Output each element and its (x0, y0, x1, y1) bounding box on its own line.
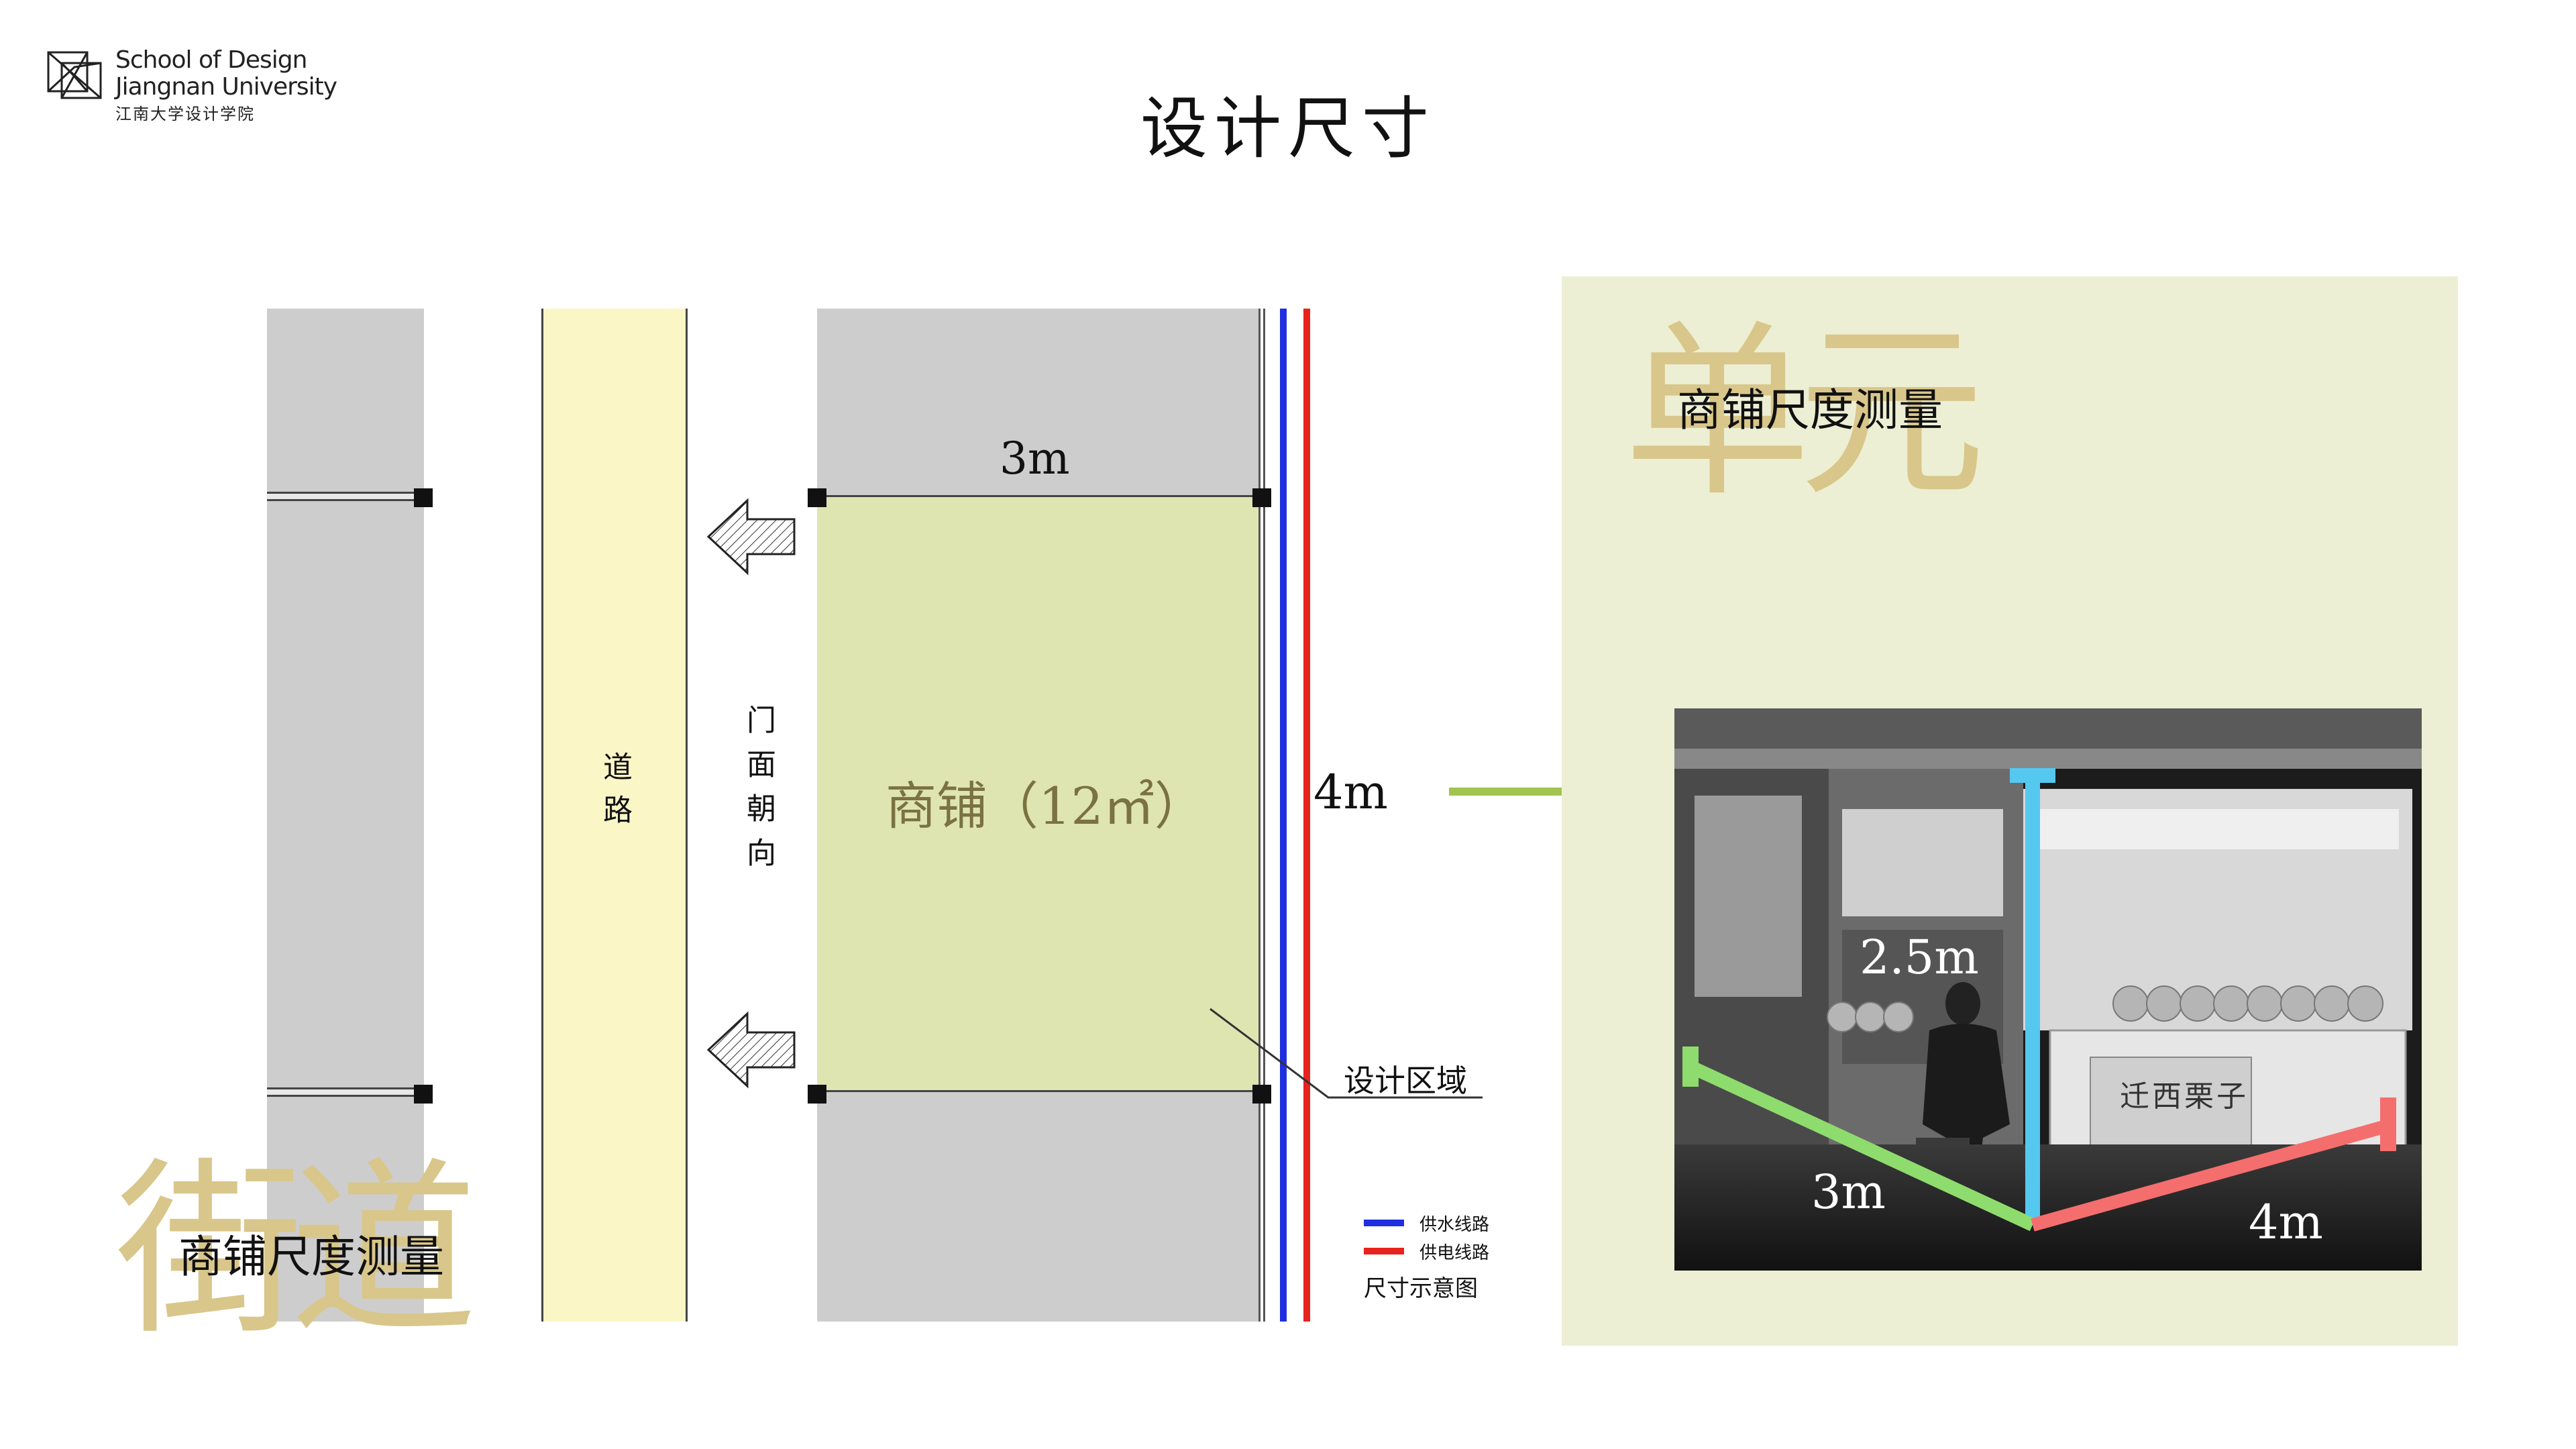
road-label: 道路 (598, 751, 632, 837)
column-marker (414, 488, 433, 507)
column-marker (1252, 488, 1271, 507)
school-logo-text: School of Design Jiangnan University 江南大… (115, 46, 337, 123)
legend-caption: 尺寸示意图 (1364, 1275, 1478, 1302)
unit-watermark: 单元 (1623, 304, 1986, 523)
street-caption: 商铺尺度测量 (178, 1231, 444, 1283)
shop-depth-dimension: 4m (1313, 765, 1388, 820)
shop-width-dimension: 3m (1000, 433, 1070, 484)
shop-row-bottom-block (817, 1092, 1264, 1322)
facade-arrow-bottom-icon (706, 1011, 796, 1089)
unit-caption: 商铺尺度测量 (1677, 384, 1943, 436)
shop-photo-scene (1674, 708, 2422, 1271)
power-supply-line (1303, 309, 1310, 1322)
left-building-block (267, 309, 424, 1322)
page-title: 设计尺寸 (1140, 89, 1436, 168)
legend-water-label: 供水线路 (1419, 1215, 1490, 1235)
column-marker (414, 1085, 433, 1104)
width-measure-line (1687, 1060, 2036, 1232)
design-area-leader-line (1210, 1008, 1483, 1099)
shop-area-label: 商铺（12㎡） (885, 776, 1205, 836)
street-watermark: 街道 (115, 1142, 478, 1360)
left-block-divider-bottom (267, 1087, 424, 1097)
column-marker (808, 488, 826, 507)
logo-line-english-2: Jiangnan University (115, 73, 337, 101)
legend-water-swatch (1364, 1220, 1404, 1226)
logo-line-english-1: School of Design (115, 46, 307, 74)
road-strip (541, 309, 688, 1322)
measurement-overlay (1682, 768, 2396, 1232)
facade-orientation-label: 门面朝向 (741, 704, 775, 881)
shop-right-wall (1258, 309, 1265, 1322)
column-marker (1252, 1085, 1271, 1104)
water-supply-line (1280, 309, 1287, 1322)
left-block-divider-top (267, 492, 424, 501)
panel-connector-line (1449, 788, 1570, 796)
school-logo-icon (47, 51, 102, 99)
photo-depth-label: 4m (2249, 1195, 2323, 1250)
column-marker (808, 1085, 826, 1104)
legend-power-swatch (1364, 1248, 1404, 1254)
shop-photo: 迁西栗子 2.5m 3m 4m (1674, 708, 2422, 1271)
shop-unit-area (817, 495, 1264, 1092)
photo-height-label: 2.5m (1860, 930, 1979, 985)
shop-sign-text: 迁西栗子 (2120, 1079, 2249, 1114)
photo-width-label: 3m (1811, 1165, 1886, 1220)
logo-line-chinese: 江南大学设计学院 (115, 105, 255, 123)
design-area-label: 设计区域 (1344, 1063, 1467, 1099)
legend-power-label: 供电线路 (1419, 1243, 1490, 1263)
facade-arrow-top-icon (706, 498, 796, 576)
depth-measure-line (2031, 1119, 2390, 1232)
shop-row-top-block (817, 309, 1264, 495)
